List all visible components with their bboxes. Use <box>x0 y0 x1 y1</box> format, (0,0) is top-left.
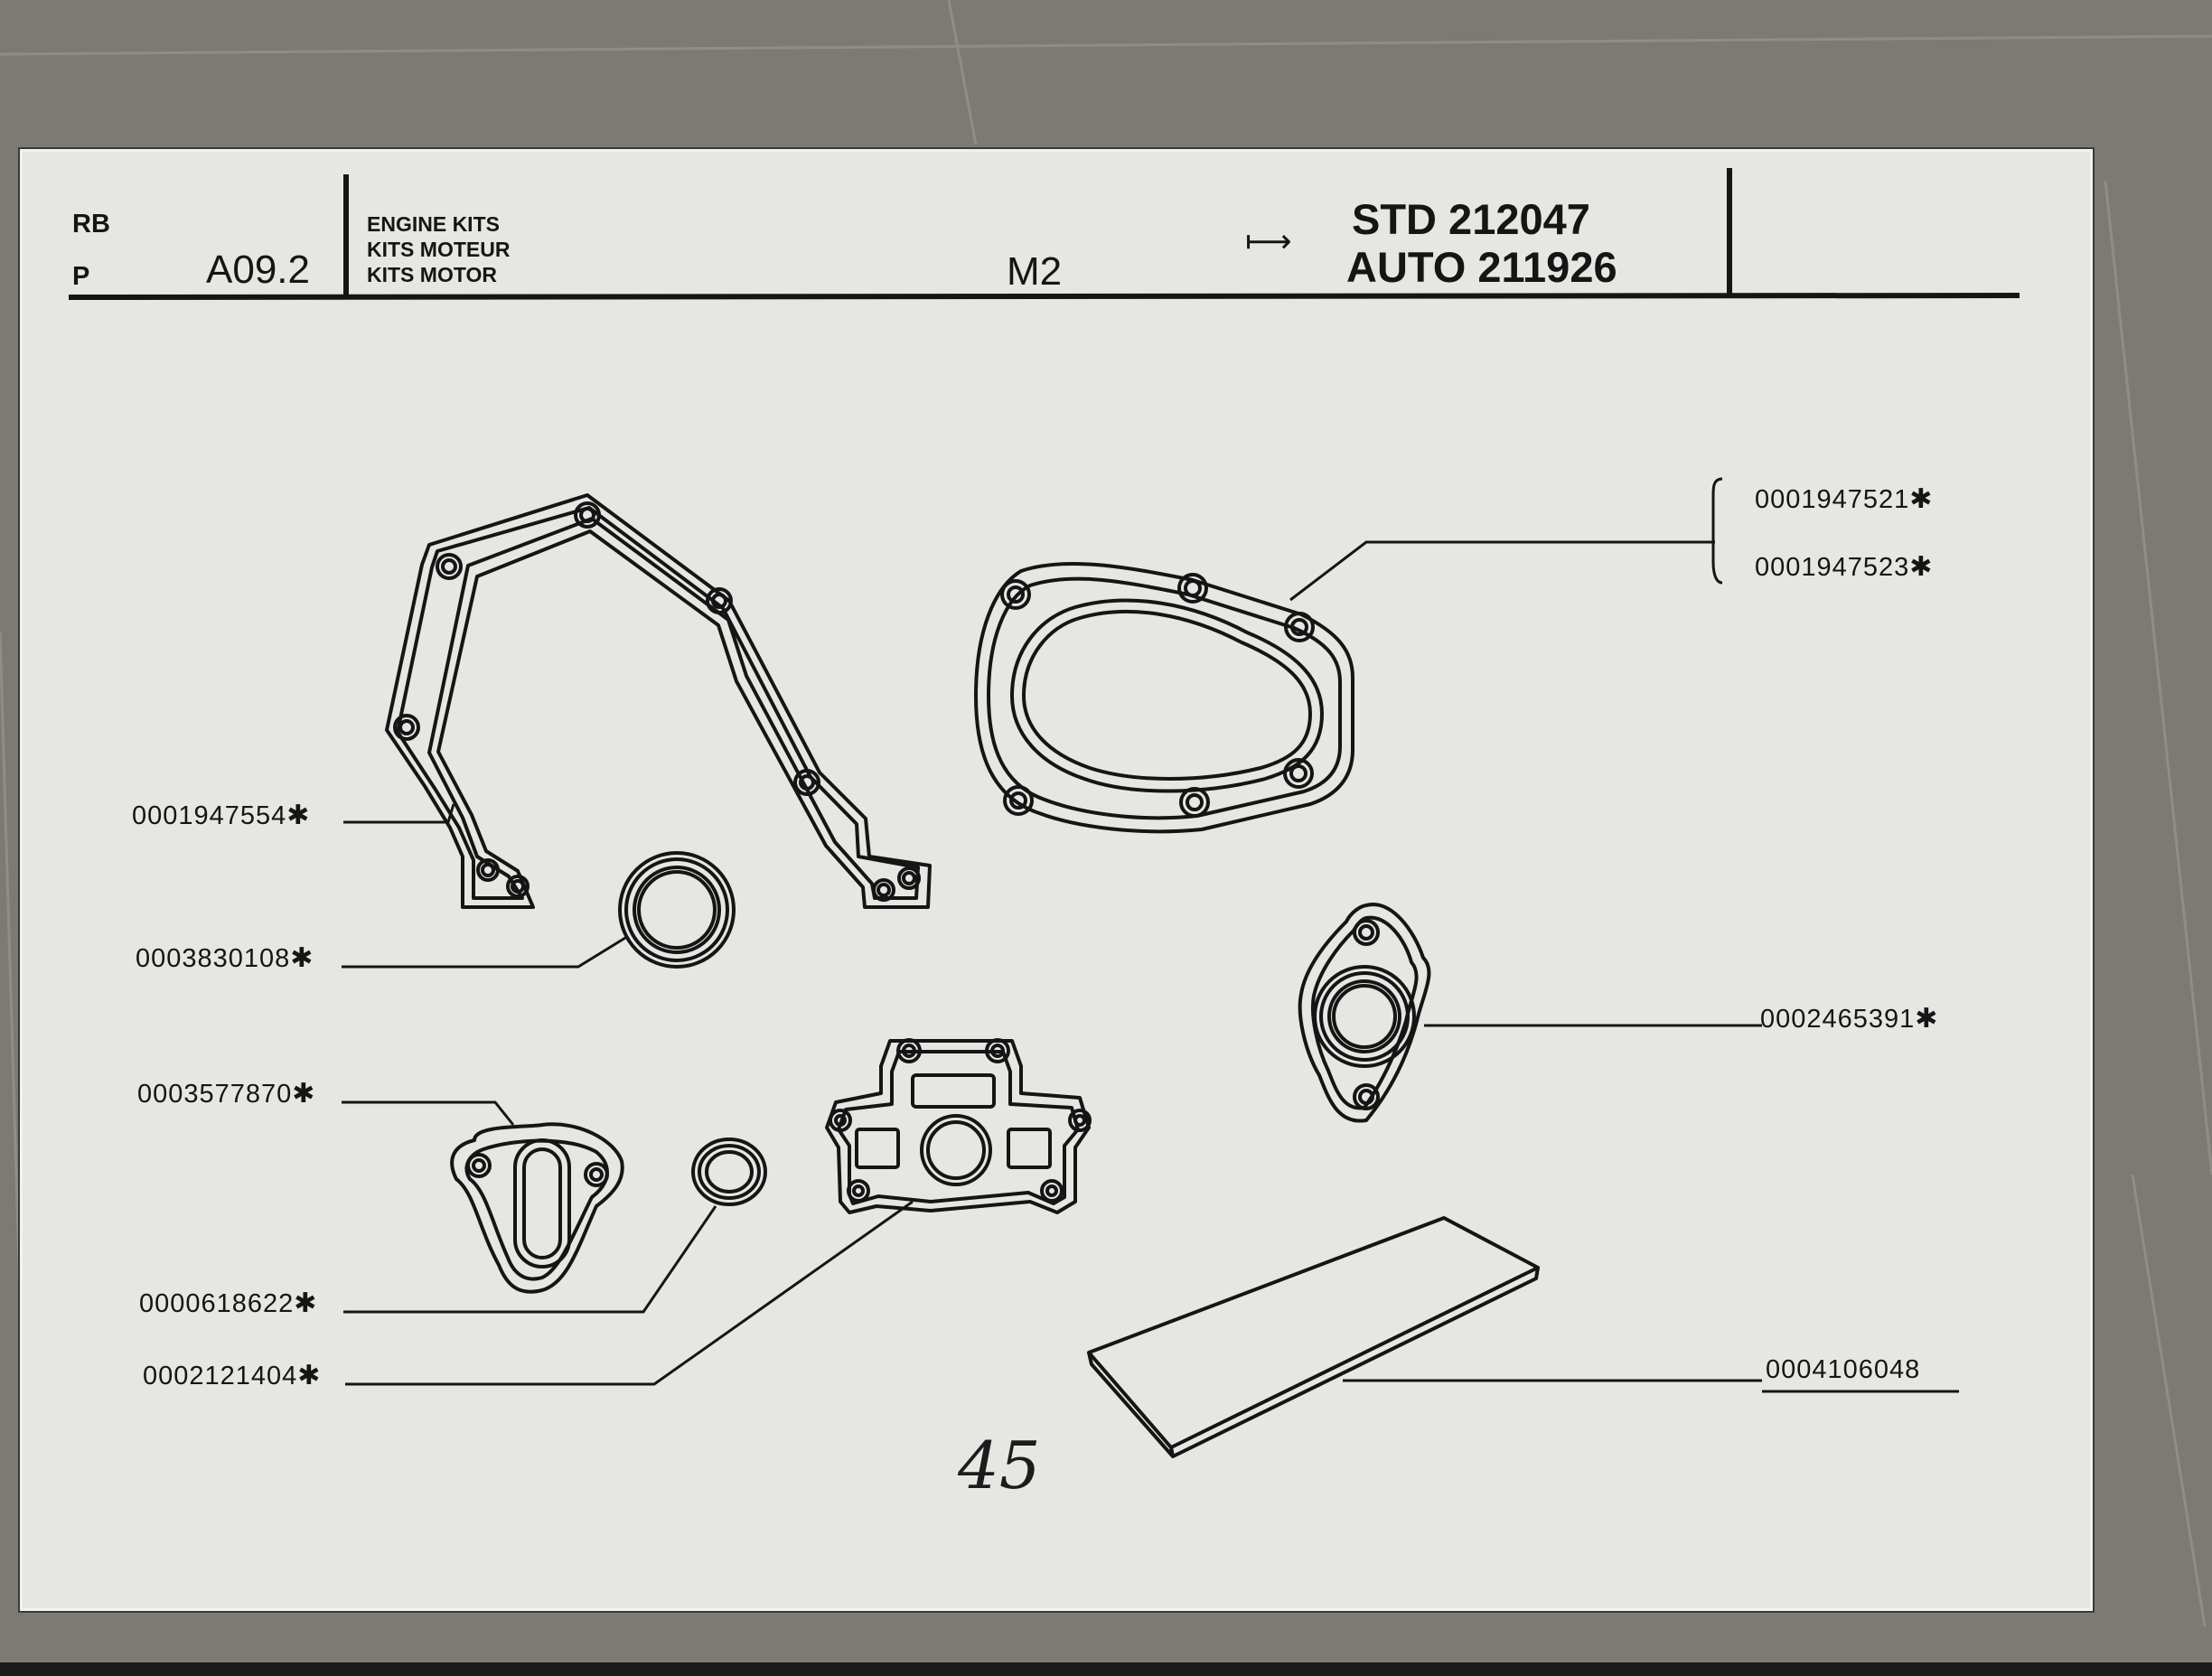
part-label-water-pump-a: 0001947521✱ <box>1755 483 1933 515</box>
fuel-pump-gasket <box>450 1122 624 1294</box>
part-number: 0003830108 <box>136 944 291 973</box>
part-number: 0001947523 <box>1755 553 1910 582</box>
range-arrow-icon: ⟼ <box>1245 222 1292 259</box>
star-icon: ✱ <box>292 1079 316 1109</box>
kits-title-fr: KITS MOTEUR <box>367 238 511 261</box>
part-number: 0003577870 <box>137 1080 293 1109</box>
model-code: M2 <box>1007 249 1063 294</box>
star-icon: ✱ <box>1909 484 1934 514</box>
star-icon: ✱ <box>1909 552 1934 582</box>
auto-serial: AUTO 211926 <box>1346 243 1617 291</box>
star-icon: ✱ <box>290 943 314 973</box>
std-serial: STD 212047 <box>1352 195 1590 243</box>
star-icon: ✱ <box>286 801 311 830</box>
kits-title-en: ENGINE KITS <box>367 212 500 236</box>
gasket-sheet <box>1087 1216 1540 1458</box>
part-number: 0001947521 <box>1755 485 1910 514</box>
kits-title-es: KITS MOTOR <box>367 263 497 286</box>
part-number: 0002121404 <box>143 1362 298 1390</box>
part-number: 0004106048 <box>1766 1355 1921 1384</box>
rb-label: RB <box>72 210 110 239</box>
part-label-fuel-pump: 0003577870✱ <box>137 1078 315 1110</box>
timing-cover-gasket <box>385 493 932 909</box>
part-label-oval-flange: 0002465391✱ <box>1760 1003 1938 1035</box>
oval-flange-gasket <box>1298 903 1431 1123</box>
part-label-timing-cover: 0001947554✱ <box>132 800 310 831</box>
p-label: P <box>72 262 90 291</box>
crank-seal <box>618 851 736 969</box>
small-seal <box>691 1138 767 1206</box>
leader-lines <box>342 477 1959 1393</box>
catalog-page <box>20 149 2093 1611</box>
star-icon: ✱ <box>1915 1004 1939 1034</box>
kits-title-block: ENGINE KITS KITS MOTEUR KITS MOTOR <box>367 211 510 287</box>
part-label-water-pump-b: 0001947523✱ <box>1755 551 1933 583</box>
section-code: A09.2 <box>206 248 310 292</box>
part-label-small-seal: 0000618622✱ <box>139 1287 317 1319</box>
part-label-crank-seal: 0003830108✱ <box>136 942 314 974</box>
part-label-gasket-sheet: 0004106048 <box>1766 1355 1920 1385</box>
star-icon: ✱ <box>294 1288 318 1318</box>
header-rules <box>68 168 2020 300</box>
water-pump-gasket <box>974 561 1354 834</box>
part-number: 0001947554 <box>132 801 287 830</box>
handwritten-page-number: 45 <box>958 1428 1041 1503</box>
part-label-carb-flange: 0002121404✱ <box>143 1360 321 1391</box>
star-icon: ✱ <box>297 1361 322 1390</box>
part-number: 0002465391 <box>1760 1005 1916 1034</box>
carb-flange-gasket <box>825 1038 1092 1214</box>
part-number: 0000618622 <box>139 1289 295 1318</box>
